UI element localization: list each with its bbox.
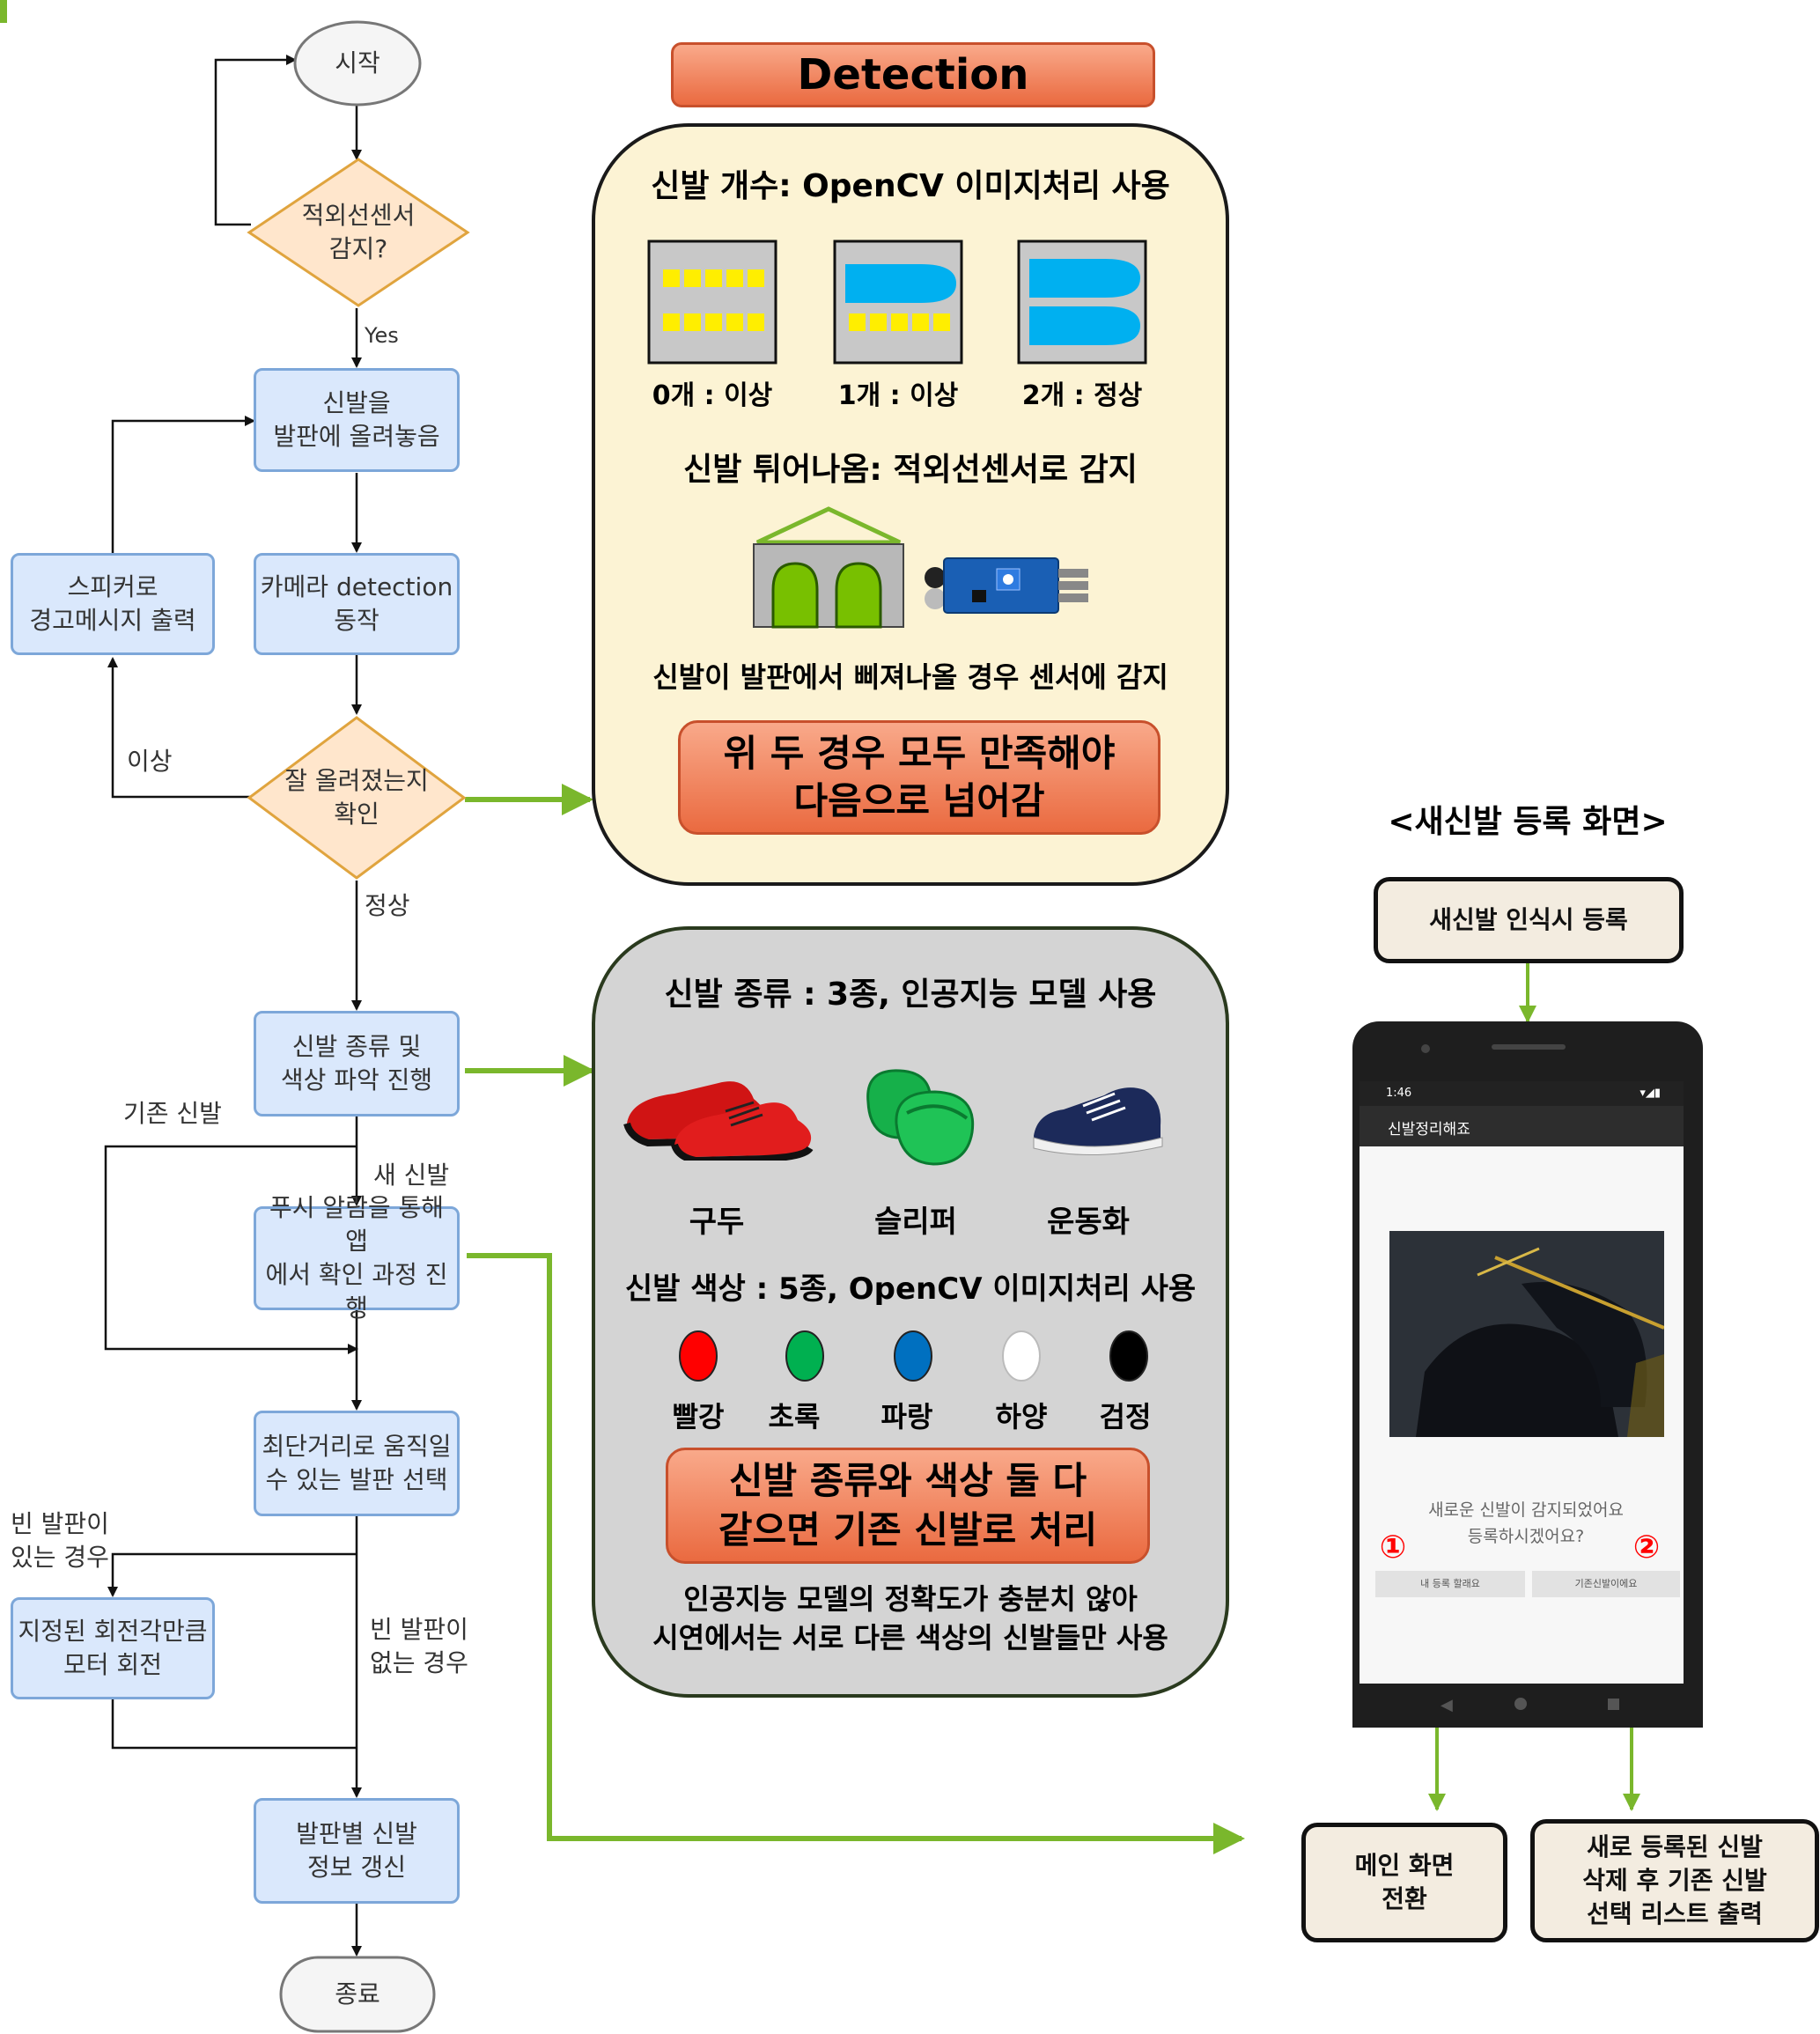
camera-detection-step: 카메라 detection 동작 [254,553,460,655]
result-main-screen: 메인 화면 전환 [1301,1823,1507,1942]
normal-label: 정상 [365,891,410,920]
place-shoe-step: 신발을 발판에 올려놓음 [254,368,460,472]
ir-sensor-module-image [925,557,1088,614]
shoe-type-heading: 신발 종류 : 3종, 인공지능 모델 사용 [664,976,1157,1013]
color-label-black: 검정 [1099,1400,1152,1433]
abnormal-label: 이상 [127,747,173,776]
popout-heading: 신발 튀어나옴: 적외선센서로 감지 [683,452,1138,488]
nav-back-icon[interactable]: ◀ [1441,1696,1453,1714]
no-empty-plate-label: 빈 발판이 없는 경우 [370,1615,468,1677]
swatch-black [1109,1330,1148,1382]
two-shoe-tile [1017,240,1147,365]
start-label: 시작 [335,48,380,77]
dress-shoe-image [623,1081,814,1161]
accuracy-note: 인공지능 모델의 정확도가 충분치 않아 시연에서는 서로 다른 색상의 신발들… [652,1582,1168,1654]
yes-label: Yes [365,323,399,348]
color-label-green: 초록 [768,1400,821,1433]
push-alert-step: 푸시 알람을 통해 앱 에서 확인 과정 진행 [254,1193,460,1323]
existing-shoe-button[interactable]: 기존신발이에요 [1532,1571,1680,1597]
type-label-sneaker: 운동화 [1047,1205,1130,1240]
same-shoe-rule: 신발 종류와 색상 둘 다 같으면 기존 신발로 처리 [666,1448,1150,1564]
swatch-blue [894,1330,932,1382]
captured-shoe-photo [1389,1231,1664,1437]
swatch-green [785,1330,824,1382]
phone-status-bar: 1:46 ▾◢▮ [1359,1081,1684,1106]
swatch-red [679,1330,718,1382]
rotate-motor-step: 지정된 회전각만큼 모터 회전 [11,1597,215,1699]
new-shoe-label: 새 신발 [373,1161,450,1190]
app-title: 신발정리해죠 [1388,1121,1470,1139]
select-plate-step: 최단거리로 움직일 수 있는 발판 선택 [254,1411,460,1516]
slipper-image [866,1069,975,1166]
count-case-1: 1개 : 이상 [837,380,959,411]
end-label: 종료 [335,1979,380,2008]
classification-panel [592,926,1229,1698]
edge-mark [0,0,7,23]
status-icons: ▾◢▮ [1639,1087,1661,1100]
phone-speaker [1492,1044,1566,1050]
start-node [293,20,422,107]
end-node [279,1956,436,2033]
color-label-blue: 파랑 [881,1400,933,1433]
placement-check-label: 잘 올려졌는지 확인 [284,766,429,829]
type-label-dress-shoe: 구두 [689,1205,745,1240]
ir-sensor-decision [247,158,470,307]
marker-1: ① [1379,1529,1407,1566]
register-mine-button[interactable]: 내 등록 할래요 [1375,1571,1525,1597]
speaker-warning-step: 스피커로 경고메시지 출력 [11,553,215,655]
shoe-rack-illustration [753,506,904,629]
marker-2: ② [1632,1529,1661,1566]
registration-title: <새신발 등록 화면> [1388,804,1668,840]
type-label-slipper: 슬리퍼 [874,1205,957,1240]
color-label-white: 하양 [995,1400,1048,1433]
ir-sensor-decision-label: 적외선센서 감지? [301,201,416,263]
status-time: 1:46 [1386,1087,1412,1100]
empty-plate-exists-label: 빈 발판이 있는 경우 [11,1509,109,1572]
detection-title: Detection [671,42,1155,107]
classify-step: 신발 종류 및 색상 파악 진행 [254,1011,460,1116]
popout-caption: 신발이 발판에서 삐져나올 경우 센서에 감지 [652,660,1168,694]
count-case-0: 0개 : 이상 [652,380,773,411]
zero-shoe-tile [647,240,777,365]
shoe-count-heading: 신발 개수: OpenCV 이미지처리 사용 [651,168,1170,204]
phone-camera [1421,1044,1430,1053]
color-label-red: 빨강 [672,1400,725,1433]
placement-check-decision [247,716,467,880]
existing-shoe-label: 기존 신발 [123,1099,222,1128]
count-case-2: 2개 : 정상 [1021,380,1143,411]
shoe-color-heading: 신발 색상 : 5종, OpenCV 이미지처리 사용 [624,1271,1197,1307]
register-trigger-box: 새신발 인식시 등록 [1374,877,1684,963]
nav-home-icon[interactable] [1514,1698,1527,1710]
color-swatches [679,1330,1148,1382]
detection-condition: 위 두 경우 모두 만족해야 다음으로 넘어감 [678,720,1161,835]
swatch-white [1002,1330,1041,1382]
sneaker-image [1033,1087,1163,1156]
nav-recents-icon[interactable] [1608,1699,1619,1710]
register-prompt: 새로운 신발이 감지되었어요 등록하시겠어요? [1428,1500,1624,1546]
result-existing-list: 새로 등록된 신발 삭제 후 기존 신발 선택 리스트 출력 [1530,1819,1819,1942]
phone-nav-bar: ◀ [1359,1684,1684,1728]
phone-app-bar: 신발정리해죠 [1359,1106,1684,1146]
update-info-step: 발판별 신발 정보 갱신 [254,1798,460,1904]
one-shoe-tile [833,240,963,365]
